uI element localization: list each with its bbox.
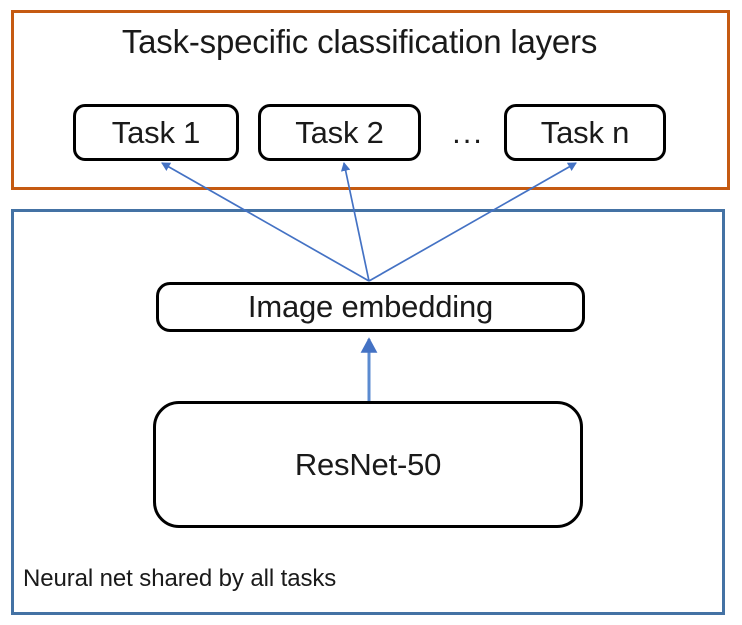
task-group-title: Task-specific classification layers [121,23,598,60]
node-image-embedding[interactable]: Image embedding [156,282,585,332]
node-resnet-50[interactable]: ResNet-50 [153,401,583,528]
shared-network-group-frame: Neural net shared by all tasks [11,209,725,615]
node-task-2[interactable]: Task 2 [258,104,421,161]
node-task-n[interactable]: Task n [504,104,666,161]
ellipsis-between-tasks: ... [452,114,484,150]
node-task-1[interactable]: Task 1 [73,104,239,161]
shared-network-caption: Neural net shared by all tasks [23,565,337,592]
